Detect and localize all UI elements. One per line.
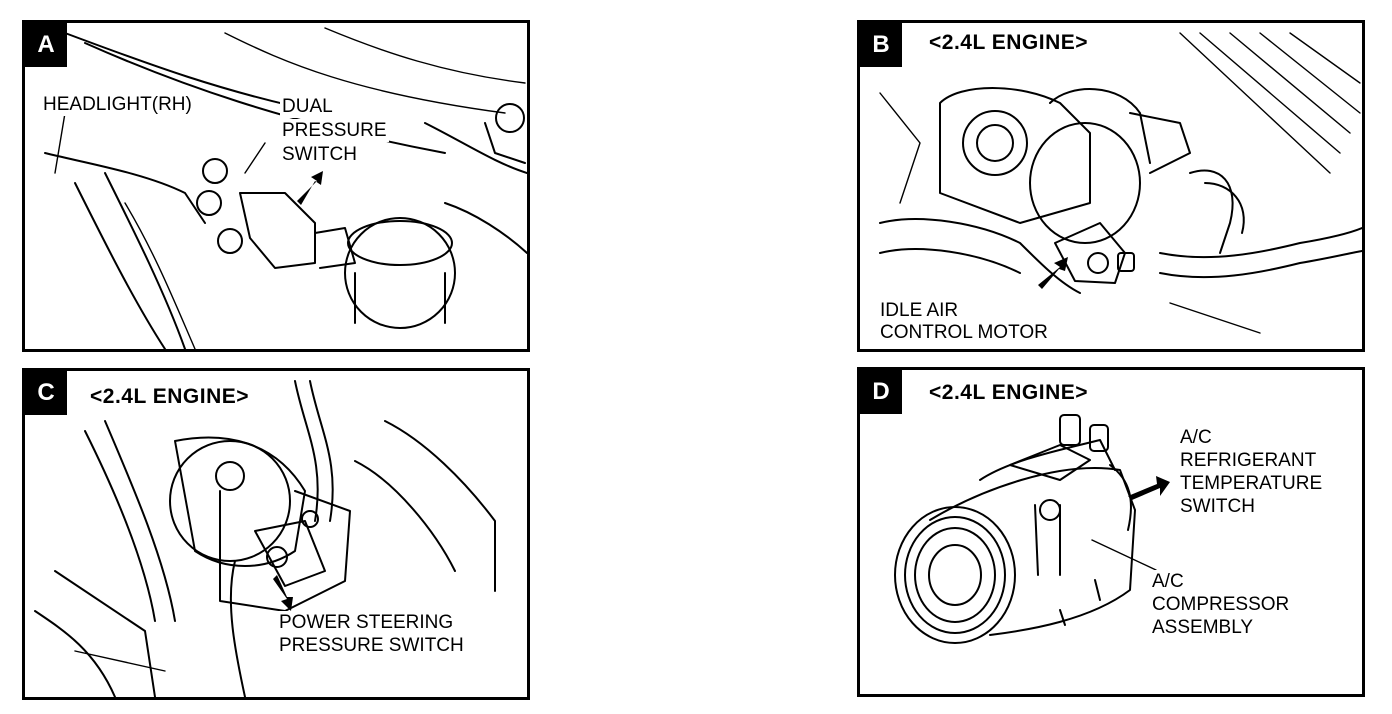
- panel-b: B <2.4L ENGINE> IDLE AIR CONTROL MOTOR: [857, 20, 1365, 352]
- panel-b-engine-label: <2.4L ENGINE>: [926, 31, 1092, 55]
- idle-air-control-motor-label-line2: CONTROL MOTOR: [878, 321, 1050, 344]
- ac-refrigerant-temperature-switch-label-line1: A/C: [1178, 426, 1214, 449]
- panel-a-drawing: [44, 27, 527, 349]
- ac-compressor-assembly-label-line1: A/C: [1150, 570, 1186, 593]
- idle-air-control-motor-label-line1: IDLE AIR: [878, 299, 961, 322]
- panel-c: C <2.4L ENGINE> POWER STEERING PRESSURE …: [22, 368, 530, 700]
- ac-refrigerant-temperature-switch-label-line4: SWITCH: [1178, 495, 1257, 518]
- dual-pressure-switch-label-line3: SWITCH: [280, 143, 359, 166]
- ac-refrigerant-temperature-switch-label-line3: TEMPERATURE: [1178, 472, 1325, 495]
- panel-a-letter: A: [25, 23, 67, 67]
- headlight-label: HEADLIGHT(RH): [41, 93, 194, 116]
- ac-refrigerant-temperature-switch-label-line2: REFRIGERANT: [1178, 449, 1319, 472]
- ac-compressor-assembly-label-line3: ASSEMBLY: [1150, 616, 1256, 639]
- panel-c-engine-label: <2.4L ENGINE>: [87, 385, 253, 409]
- panel-d: D <2.4L ENGINE> A/C REFRIGERANT TEMPERAT…: [857, 367, 1365, 697]
- power-steering-pressure-switch-label-line1: POWER STEERING: [277, 611, 456, 634]
- panel-d-engine-label: <2.4L ENGINE>: [926, 381, 1092, 405]
- power-steering-pressure-switch-label-line2: PRESSURE SWITCH: [277, 634, 466, 657]
- dual-pressure-switch-label-line1: DUAL: [280, 95, 335, 118]
- panel-b-drawing: [879, 32, 1362, 334]
- panel-a: A HEADLIGHT(RH) DUAL PRESSURE SWITCH: [22, 20, 530, 352]
- panel-b-letter: B: [860, 23, 902, 67]
- panel-d-drawing: [894, 414, 1170, 644]
- panel-d-letter: D: [860, 370, 902, 414]
- dual-pressure-switch-label-line2: PRESSURE: [280, 119, 389, 142]
- panel-c-letter: C: [25, 371, 67, 415]
- panel-c-drawing: [34, 380, 496, 697]
- ac-compressor-assembly-label-line2: COMPRESSOR: [1150, 593, 1292, 616]
